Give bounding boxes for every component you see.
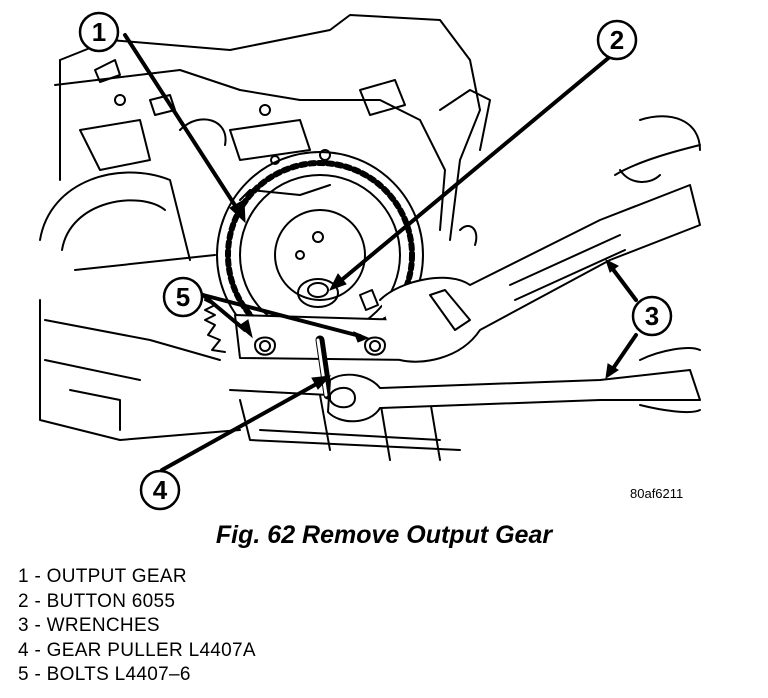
callout-circles: 1 2 3 4 5 — [78, 11, 673, 511]
callout-3: 3 — [631, 295, 673, 337]
lower-wrench — [327, 347, 701, 423]
button-6055 — [297, 278, 379, 311]
output-gear-illustration: 1 2 3 4 5 — [39, 11, 701, 511]
callout-3-label: 3 — [645, 301, 659, 331]
callout-1: 1 — [78, 11, 120, 53]
callout-1-label: 1 — [92, 17, 106, 47]
callout-5: 5 — [162, 276, 204, 318]
legend-item: 4 - GEAR PULLER L4407A — [18, 639, 256, 661]
callout-2: 2 — [596, 19, 638, 61]
legend-item: 2 - BUTTON 6055 — [18, 590, 176, 612]
figure-caption: Fig. 62 Remove Output Gear — [215, 521, 553, 549]
callout-5-label: 5 — [176, 282, 190, 312]
legend-item: 1 - OUTPUT GEAR — [18, 566, 187, 587]
callout-4-label: 4 — [153, 475, 168, 505]
legend-list: 1 - OUTPUT GEAR 2 - BUTTON 6055 3 - WREN… — [18, 565, 256, 688]
callout-2-label: 2 — [610, 25, 624, 55]
upper-wrench — [379, 115, 701, 363]
legend-item: 3 - WRENCHES — [18, 615, 160, 636]
figure-code: 80af6211 — [630, 486, 684, 501]
legend-item: 5 - BOLTS L4407–6 — [18, 664, 191, 685]
callout-4: 4 — [139, 469, 181, 511]
